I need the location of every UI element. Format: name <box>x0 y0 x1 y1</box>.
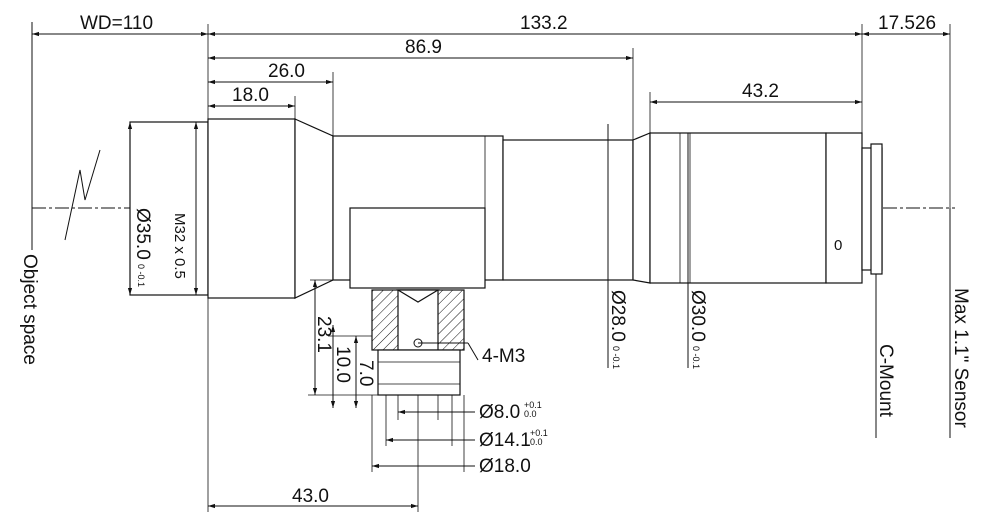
break-symbol <box>64 149 101 241</box>
dim-overall: 133.2 <box>520 13 568 34</box>
dim-bore14: Ø14.1 <box>479 430 531 451</box>
top-dimensions: WD=110 133.2 17.526 86.9 26.0 18.0 43.2 <box>32 13 951 208</box>
dim-h10: 10.0 <box>332 346 353 383</box>
label-diam30: Ø30.0 <box>687 290 708 342</box>
label-diam28-tol: 0 -0.1 <box>611 346 621 369</box>
rear-ring <box>825 132 863 284</box>
dim-bore18: Ø18.0 <box>479 456 531 477</box>
dim-body-length: 86.9 <box>405 37 442 58</box>
dim-bore14-tol-low: 0.0 <box>530 437 543 447</box>
dim-bore8-tol-up: +0.1 <box>524 400 542 410</box>
mount-section <box>371 289 465 396</box>
label-c-mount: C-Mount <box>875 344 896 418</box>
dim-h23: 23.1 <box>313 316 334 353</box>
c-mount-flange <box>870 143 883 275</box>
front-barrel-outer <box>207 118 296 299</box>
label-thread: M32 x 0.5 <box>171 213 188 279</box>
dim-bore8: Ø8.0 <box>479 402 520 423</box>
dim-sensor-offset: 17.526 <box>878 13 936 34</box>
mid-body <box>502 139 634 281</box>
label-diam28: Ø28.0 <box>607 290 628 342</box>
label-sensor: Max 1.1" Sensor <box>950 288 971 428</box>
lower-bore <box>377 349 461 396</box>
dim-h7: 7.0 <box>355 360 376 386</box>
dim-front-18: 18.0 <box>232 85 269 106</box>
label-object-space: Object space <box>19 254 40 365</box>
dim-front-26: 26.0 <box>268 61 305 82</box>
front-taper <box>294 118 334 299</box>
label-diam35: Ø35.0 <box>132 208 153 260</box>
label-diam35-tol: 0 -0.1 <box>136 264 146 287</box>
mount-block <box>349 207 486 289</box>
lens-body: 0 <box>129 118 883 299</box>
dim-rear-43: 43.2 <box>742 81 779 102</box>
label-screws: 4-M3 <box>482 346 525 367</box>
ring-mark: 0 <box>834 237 842 254</box>
rear-barrel <box>649 132 827 284</box>
dim-bore8-tol-low: 0.0 <box>524 409 537 419</box>
dim-bore14-tol-up: +0.1 <box>530 428 548 438</box>
dim-bottom-43: 43.0 <box>292 486 329 507</box>
dim-wd: WD=110 <box>80 13 153 34</box>
rear-taper <box>632 132 651 284</box>
label-diam30-tol: 0 -0.1 <box>691 346 701 369</box>
